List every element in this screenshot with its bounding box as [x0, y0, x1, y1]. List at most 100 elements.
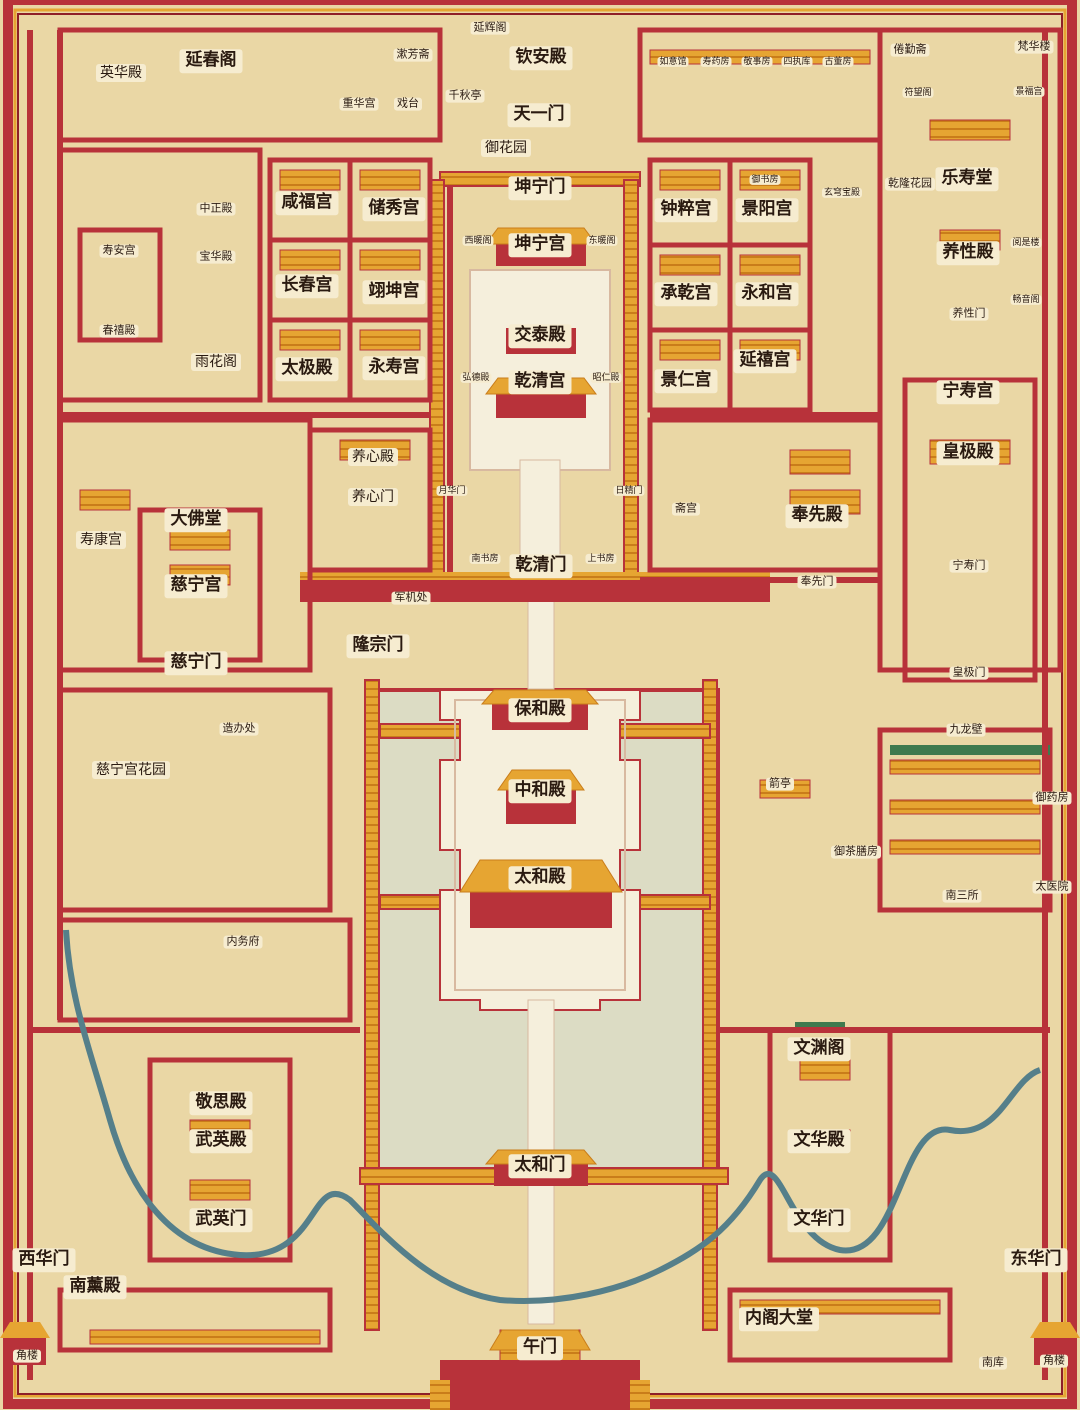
label-longzongmen: 隆宗门 [346, 634, 410, 658]
label-changchungong: 长春宫 [275, 274, 339, 298]
label-yanxigong: 延禧宫 [733, 349, 797, 373]
inner-river [63, 929, 1042, 1304]
label-ruyiguan: 如意馆 [657, 56, 689, 68]
label-fengxianmen: 奉先门 [797, 575, 837, 589]
label-taijidian: 太极殿 [275, 357, 339, 381]
label-kunninggong: 坤宁宫 [508, 233, 572, 257]
outer-court [359, 593, 729, 1331]
label-chengqiangong: 承乾宫 [654, 282, 718, 306]
label-yuehuamen: 月华门 [436, 485, 468, 497]
label-jianting: 箭亭 [766, 777, 794, 791]
label-shufangzhai: 漱芳斋 [393, 48, 433, 62]
label-xuanqiongbaodian: 玄穹宝殿 [821, 187, 863, 199]
label-zhonghedian: 中和殿 [508, 779, 572, 803]
label-wuyingmen: 武英门 [189, 1208, 253, 1232]
label-huangjidian: 皇极殿 [936, 441, 1000, 465]
label-ningshougong: 宁寿宫 [936, 380, 1000, 404]
label-yuyaofang: 御药房 [1032, 791, 1072, 805]
label-yikungong: 翊坤宫 [362, 280, 426, 304]
label-donghuamen: 东华门 [1004, 1248, 1068, 1272]
label-wenhuadian: 文华殿 [787, 1129, 851, 1153]
label-jiaolou-w: 角楼 [13, 1349, 41, 1363]
label-fengxiandian: 奉先殿 [785, 504, 849, 528]
label-jingfugong: 景福宫 [1013, 86, 1045, 98]
label-yongshougong: 永寿宫 [362, 356, 426, 380]
label-dafotang: 大佛堂 [164, 508, 228, 532]
label-hongdedian: 弘德殿 [460, 372, 492, 384]
label-baohuadian: 宝华殿 [196, 250, 236, 264]
label-neiwufu: 内务府 [223, 935, 263, 949]
label-wenhuamen: 文华门 [787, 1208, 851, 1232]
label-yuhuayuan: 御花园 [481, 138, 531, 158]
label-leshoutang: 乐寿堂 [935, 167, 999, 191]
label-qianqinggong: 乾清宫 [508, 370, 572, 394]
label-wumen: 午门 [517, 1336, 563, 1360]
label-xitai: 戏台 [394, 97, 422, 111]
label-jingrengong: 景仁宫 [654, 369, 718, 393]
label-yanchunge: 延春阁 [179, 49, 243, 73]
label-taihedian: 太和殿 [508, 866, 572, 890]
label-junjichu: 军机处 [391, 591, 431, 605]
label-zhongzhengdian: 中正殿 [196, 202, 236, 216]
label-yangxingmen: 养性门 [949, 307, 989, 321]
label-yangxinmen: 养心门 [348, 487, 398, 507]
label-qianqiuting: 千秋亭 [445, 89, 485, 103]
label-neigedatang: 内阁大堂 [739, 1307, 819, 1331]
label-chuxiugong: 储秀宫 [362, 197, 426, 221]
label-yangxingdian: 养性殿 [936, 241, 1000, 265]
label-taihemen: 太和门 [508, 1154, 572, 1178]
label-wuyingdian: 武英殿 [189, 1129, 253, 1153]
label-taiyiyuan: 太医院 [1032, 880, 1072, 894]
label-yinghuadian: 英华殿 [96, 63, 146, 83]
label-yueshilou: 阅是楼 [1010, 237, 1042, 249]
label-zaobanchu: 造办处 [219, 722, 259, 736]
corridors [27, 30, 1050, 1380]
label-zhongcuigong: 钟粹宫 [654, 198, 718, 222]
label-nanku: 南库 [979, 1356, 1007, 1370]
label-zhaorendian: 昭仁殿 [590, 372, 622, 384]
label-kunningmen: 坤宁门 [508, 176, 572, 200]
label-jiulongbi: 九龙壁 [946, 723, 986, 737]
label-gudongfang: 古董房 [822, 56, 854, 68]
label-yonghegong: 永和宫 [735, 282, 799, 306]
label-nanxundian: 南薰殿 [63, 1275, 127, 1299]
label-chunxidian: 春禧殿 [99, 324, 139, 338]
label-huangjimen: 皇极门 [949, 666, 989, 680]
label-qianlonghuayuan: 乾隆花园 [885, 177, 935, 191]
label-yanhuige: 延辉阁 [470, 21, 510, 35]
label-qinandian: 钦安殿 [509, 46, 573, 70]
label-jiaolou-e: 角楼 [1040, 1354, 1068, 1368]
label-fuwangge: 符望阁 [902, 87, 934, 99]
label-shouangong: 寿安宫 [99, 244, 139, 258]
green-roofs [795, 745, 1050, 1032]
label-nansansuo: 南三所 [942, 889, 982, 903]
label-baohedian: 保和殿 [508, 698, 572, 722]
label-ningshoumen: 宁寿门 [949, 559, 989, 573]
label-shangshufang: 上书房 [585, 553, 617, 565]
label-juanqinzhai: 倦勤斋 [890, 43, 930, 57]
label-dongnuange: 东暖阁 [586, 235, 618, 247]
label-jingyanggong: 景阳宫 [735, 198, 799, 222]
meridian-gate [430, 1329, 650, 1410]
label-shouyaofang: 寿药房 [700, 56, 732, 68]
label-yangxindian: 养心殿 [348, 447, 398, 467]
label-nanshufang: 南书房 [469, 553, 501, 565]
label-shoukanggong: 寿康宫 [76, 530, 126, 550]
label-xihuamen: 西华门 [12, 1248, 76, 1272]
label-sizhifang: 四执库 [781, 56, 813, 68]
label-jingshifang: 敬事房 [741, 56, 773, 68]
label-yuchashanfang: 御茶膳房 [831, 845, 881, 859]
label-yushufang: 御书房 [749, 174, 781, 186]
label-xinuange: 西暖阁 [462, 235, 494, 247]
label-cininggong: 慈宁宫 [164, 574, 228, 598]
label-chonghuagong: 重华宫 [339, 97, 379, 111]
label-ciningmen: 慈宁门 [164, 651, 228, 675]
label-yuhuage: 雨花阁 [191, 352, 241, 372]
label-qianqingmen: 乾清门 [509, 554, 573, 578]
label-tianyimen: 天一门 [507, 103, 571, 127]
label-jiaotaidian: 交泰殿 [508, 324, 572, 348]
label-zhaigong: 斋宫 [672, 502, 700, 516]
label-wenyuange: 文渊阁 [787, 1037, 851, 1061]
label-ciningggonghuayuan: 慈宁宫花园 [92, 760, 170, 780]
